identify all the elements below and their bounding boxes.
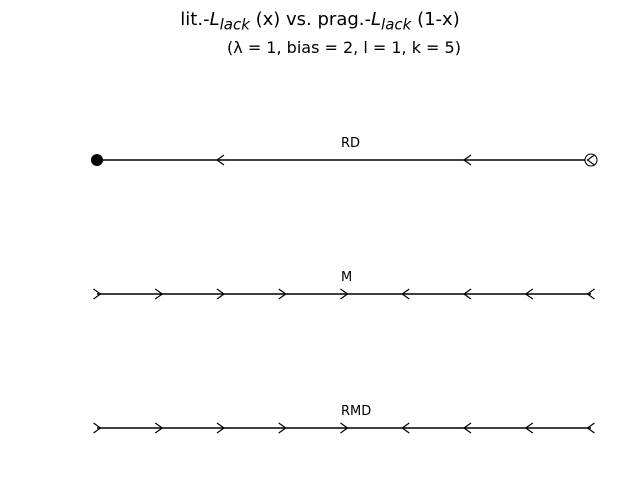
- rmd-arrow-5: [401, 422, 410, 434]
- m-right-endpoint-arrow: [586, 288, 595, 300]
- rd-arrow-1: [215, 154, 225, 166]
- m-label: M: [341, 270, 352, 285]
- title-suffix: (1-x): [411, 9, 460, 30]
- rd-right-endpoint-circle: [584, 153, 598, 167]
- m-arrow-3: [278, 288, 287, 300]
- m-arrow-1: [154, 288, 164, 300]
- figure-title: lit.-Llack (x) vs. prag.-Llack (1-x): [0, 9, 640, 34]
- title-l-subscript-2: lack: [381, 15, 412, 34]
- rd-label: RD: [341, 136, 360, 151]
- rmd-left-endpoint-arrow: [93, 422, 102, 434]
- m-arrow-2: [216, 288, 226, 300]
- rd-left-endpoint-dot: [91, 154, 103, 166]
- rd-arrow-2: [462, 154, 472, 166]
- title-l-symbol-1: L: [209, 9, 220, 30]
- title-mid: (x) vs. prag.-: [249, 9, 372, 30]
- title-prefix: lit.-: [180, 9, 210, 30]
- rmd-arrow-7: [524, 422, 534, 434]
- m-arrow-4: [340, 288, 349, 300]
- m-arrow-5: [401, 288, 410, 300]
- rmd-right-endpoint-arrow: [586, 422, 595, 434]
- rd-right-endpoint-arrow: [586, 154, 595, 166]
- rmd-arrow-3: [278, 422, 287, 434]
- rmd-arrow-2: [216, 422, 226, 434]
- m-arrow-6: [462, 288, 472, 300]
- title-l-subscript-1: lack: [219, 15, 250, 34]
- rmd-arrow-1: [154, 422, 164, 434]
- rmd-label: RMD: [341, 404, 371, 419]
- figure-subtitle: (λ = 1, bias = 2, l = 1, k = 5): [227, 38, 461, 57]
- m-left-endpoint-arrow: [93, 288, 102, 300]
- rmd-arrow-4: [340, 422, 349, 434]
- rmd-arrow-6: [462, 422, 472, 434]
- m-arrow-7: [524, 288, 534, 300]
- title-l-symbol-2: L: [371, 9, 382, 30]
